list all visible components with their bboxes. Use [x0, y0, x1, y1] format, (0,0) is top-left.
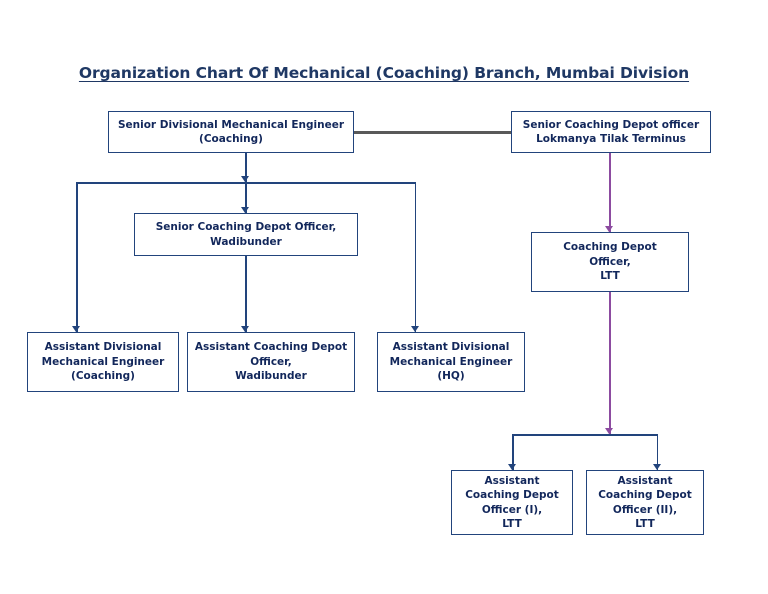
connector-bus-to-acdo-ltt-2 [656, 434, 659, 470]
connector-bus-to-srcdowadibunder [245, 182, 247, 213]
node-acdo-ltt-1[interactable]: Assistant Coaching Depot Officer (I), LT… [451, 470, 573, 535]
connector-bus-level3 [512, 434, 658, 436]
node-adme-hq[interactable]: Assistant Divisional Mechanical Engineer… [377, 332, 525, 392]
arrowhead-cdo-ltt [605, 226, 614, 232]
node-label: Assistant Divisional Mechanical Engineer… [41, 341, 165, 383]
connector-bus-to-adme-hq [414, 182, 417, 332]
arrowhead-acdo-ltt-1 [508, 464, 517, 470]
node-label: Assistant Coaching Depot Officer, Wadibu… [194, 341, 348, 383]
connector-srdme-to-srcdoltt [353, 131, 513, 134]
node-sr-cdo-wadibunder[interactable]: Senior Coaching Depot Officer, Wadibunde… [134, 213, 358, 256]
connector-cdoltt-stem [609, 292, 611, 434]
arrowhead-acdo-ltt-2 [652, 464, 661, 470]
connector-bus-to-acdo-ltt-1 [512, 434, 514, 470]
node-sr-dme-coaching[interactable]: Senior Divisional Mechanical Engineer (C… [108, 111, 354, 153]
node-adme-coaching[interactable]: Assistant Divisional Mechanical Engineer… [27, 332, 179, 392]
node-label: Senior Coaching Depot Officer, Wadibunde… [155, 221, 337, 248]
node-label: Senior Coaching Depot officer Lokmanya T… [522, 118, 700, 146]
arrowhead-adme-hq [410, 326, 419, 332]
connector-srcdowadibunder-to-acdowadibunder [245, 256, 247, 332]
page-title: Organization Chart Of Mechanical (Coachi… [78, 64, 690, 82]
node-label: Assistant Coaching Depot Officer (II), L… [598, 474, 692, 531]
node-sr-cdo-ltt[interactable]: Senior Coaching Depot officer Lokmanya T… [511, 111, 711, 153]
arrowhead-acdo-wadibunder [241, 326, 250, 332]
node-label: Senior Divisional Mechanical Engineer (C… [117, 118, 345, 146]
connector-bus-to-adme-coaching [76, 182, 78, 332]
connector-srdme-stem [245, 152, 247, 182]
arrowhead-srdme-bus [241, 176, 250, 182]
arrowhead-srcdowadibunder [241, 207, 250, 213]
node-label: Coaching Depot Officer, LTT [563, 241, 657, 283]
node-label: Assistant Coaching Depot Officer (I), LT… [465, 474, 559, 531]
arrowhead-adme-coaching [72, 326, 81, 332]
node-cdo-ltt[interactable]: Coaching Depot Officer, LTT [531, 232, 689, 292]
connector-srcdoltt-to-cdoltt [609, 152, 611, 232]
node-acdo-ltt-2[interactable]: Assistant Coaching Depot Officer (II), L… [586, 470, 704, 535]
arrowhead-cdoltt-bus [605, 428, 614, 434]
node-label: Assistant Divisional Mechanical Engineer… [389, 341, 513, 383]
node-acdo-wadibunder[interactable]: Assistant Coaching Depot Officer, Wadibu… [187, 332, 355, 392]
